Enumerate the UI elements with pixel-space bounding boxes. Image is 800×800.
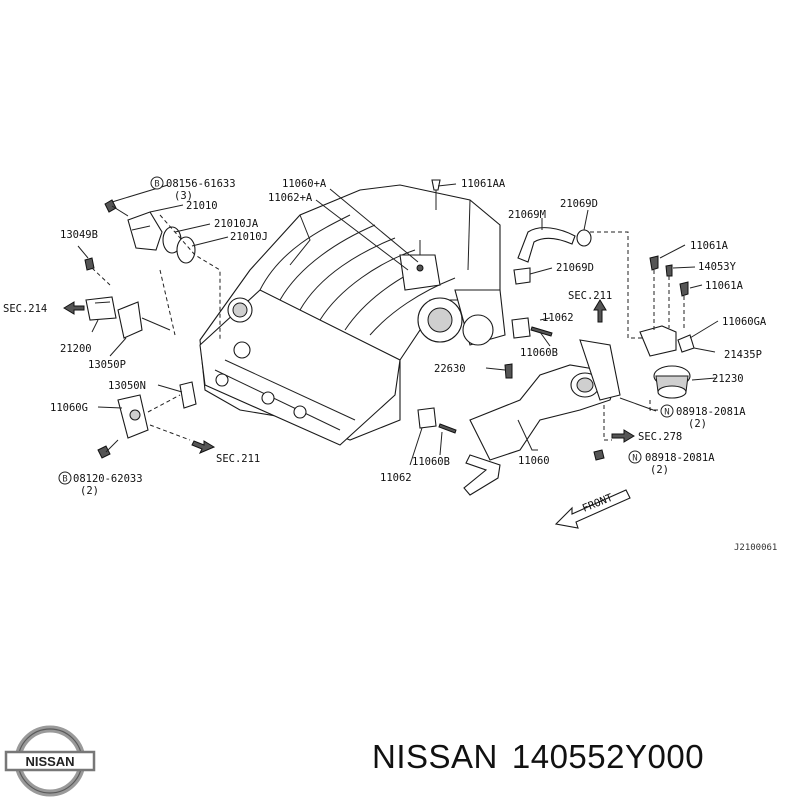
label-11060G: 11060G [50,402,88,414]
label-sec211-mid: SEC.211 [568,290,612,302]
label-14053Y: 14053Y [698,261,737,273]
label-08156-qty: (3) [174,190,193,202]
part-number: 140552Y000 [511,738,705,775]
front-direction-arrow [554,489,631,529]
label-21435P: 21435P [724,349,762,361]
label-11062-bottom: 11062 [380,472,412,484]
bolt-marker-08120-letter: B [62,475,67,485]
label-08120: 08120-62033 [73,473,143,485]
label-sec278: SEC.278 [638,431,682,443]
left-thermostat-group [63,199,221,459]
label-22630: 22630 [434,363,466,375]
label-11062A: 11062+A [268,192,313,204]
part-labels: 08156-61633 (3) 21010 21010JA 21010J 130… [3,178,777,553]
label-11061A-1: 11061A [690,240,729,252]
label-11061A-2: 11061A [705,280,744,292]
brand-name: NISSAN [372,738,498,775]
label-21010JA: 21010JA [214,218,259,230]
label-08156: 08156-61633 [166,178,236,190]
label-21230: 21230 [712,373,744,385]
bolt-marker-08156-letter: B [154,180,159,190]
nut-marker-2 [628,450,642,464]
nissan-logo-text: NISSAN [25,754,74,769]
label-21069D-top: 21069D [560,198,598,210]
label-08918-2: 08918-2081A [645,452,715,464]
nissan-logo: NISSAN [4,725,96,797]
label-08918-1: 08918-2081A [676,406,746,418]
diagram-code: J2100061 [734,543,777,553]
nut-marker-2-letter: N [632,454,637,464]
label-08918-2-qty: (2) [650,464,669,476]
callout-markers: B B N N [58,176,674,485]
label-11060B-right: 11060B [520,347,558,359]
label-21200: 21200 [60,343,92,355]
label-13050N: 13050N [108,380,146,392]
label-13050P: 13050P [88,359,126,371]
part-title: NISSAN 140552Y000 [372,738,718,776]
label-sec214: SEC.214 [3,303,47,315]
label-11060: 11060 [518,455,550,467]
label-08918-1-qty: (2) [688,418,707,430]
bolt-marker-08156 [150,176,164,190]
right-water-pipe-group [409,227,716,496]
bolt-marker-08120 [58,471,72,485]
label-11060A: 11060+A [282,178,327,190]
label-11060B-bottom: 11060B [412,456,450,468]
nut-marker-1 [660,404,674,418]
label-08120-qty: (2) [80,485,99,497]
label-11061AA: 11061AA [461,178,506,190]
intake-manifold-drawing [199,179,506,446]
label-21069D-mid: 21069D [556,262,594,274]
label-21010: 21010 [186,200,218,212]
nut-marker-1-letter: N [664,408,669,418]
label-sec211-left: SEC.211 [216,453,260,465]
label-11062-right: 11062 [542,312,574,324]
label-11060GA: 11060GA [722,316,767,328]
label-13049B: 13049B [60,229,98,241]
label-21010J: 21010J [230,231,268,243]
label-21069M: 21069M [508,209,546,221]
